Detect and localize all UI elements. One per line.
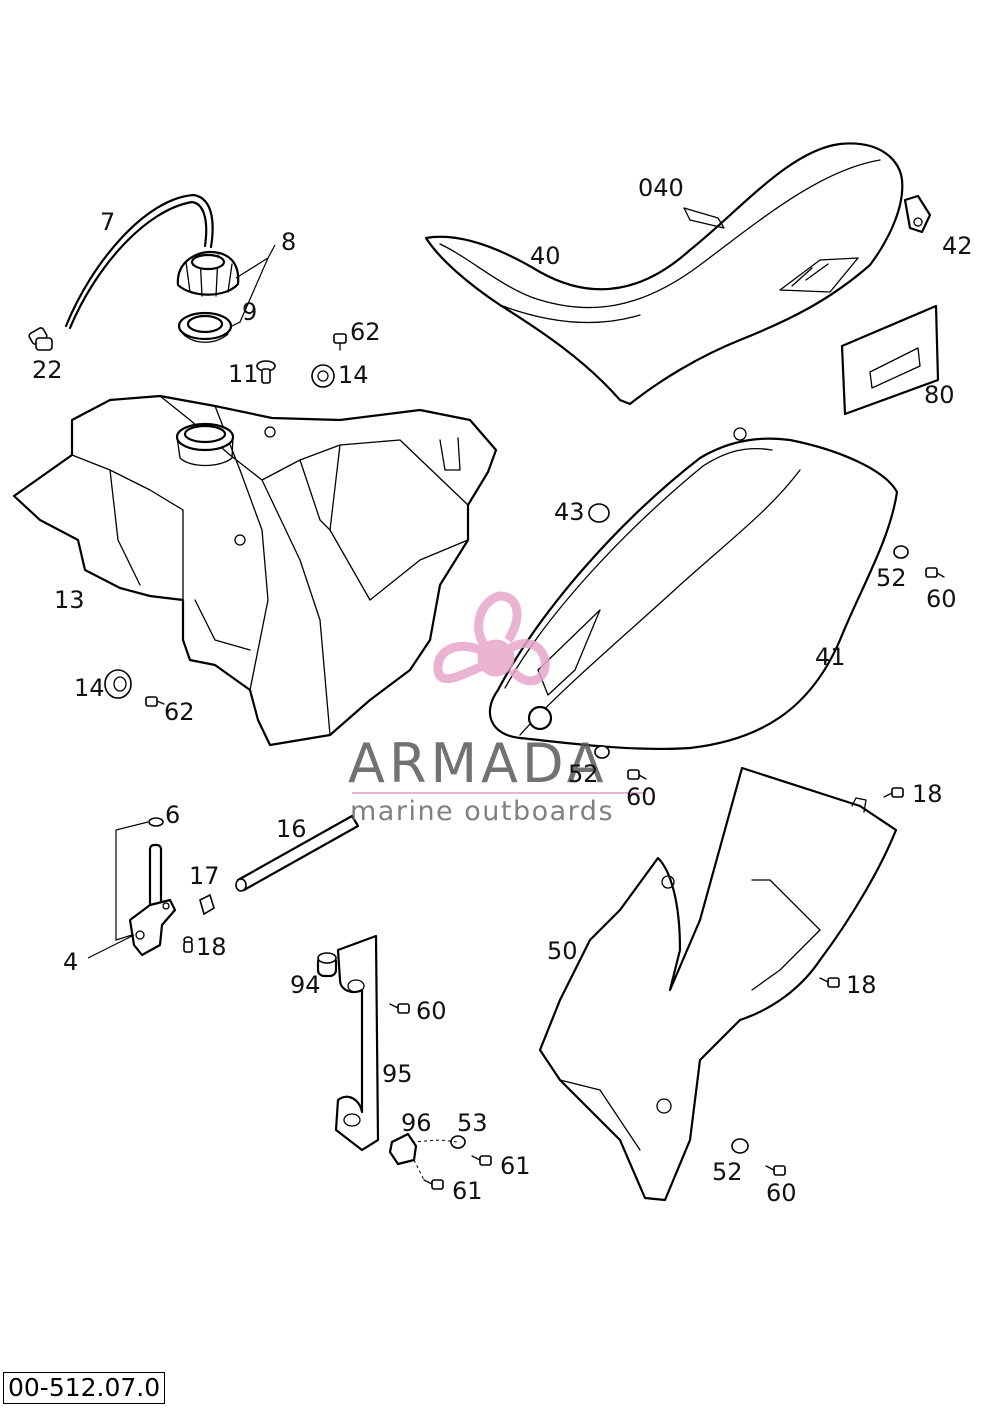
callout-7: 7: [100, 208, 115, 236]
callout-labels: 7 8 9 22 62 11 14 13 14 62 040 40 42 80 …: [32, 174, 973, 1207]
screw-60a: [925, 567, 945, 578]
fuel-tap: [128, 817, 177, 957]
callout-18-mid-right: 18: [846, 971, 877, 999]
clip-17: [199, 893, 215, 916]
screw-60d: [765, 1165, 786, 1176]
callout-94: 94: [290, 971, 321, 999]
callout-62-top: 62: [350, 318, 381, 346]
seat: [424, 142, 904, 406]
washer-52a: [893, 545, 909, 559]
screw-18-mid-right: [819, 977, 840, 988]
seat-pad-040: [683, 207, 725, 229]
drawing-number: 00-512.07.0: [3, 1372, 166, 1404]
callout-14-lower: 14: [74, 674, 105, 702]
watermark: ARMADA marine outboards: [348, 591, 646, 827]
callout-9: 9: [242, 298, 257, 326]
nut-96: [388, 1132, 418, 1166]
screw-18-upper-right: [883, 787, 904, 798]
breather-hose: [64, 193, 214, 330]
callout-11: 11: [228, 360, 259, 388]
rubber-bushing-14-top: [311, 364, 335, 388]
callout-13: 13: [54, 586, 85, 614]
callout-6: 6: [165, 801, 180, 829]
callout-60-mid: 60: [626, 783, 657, 811]
callout-52-right: 52: [876, 564, 907, 592]
tube-16: [235, 814, 360, 892]
callout-40: 40: [530, 242, 561, 270]
callout-52-mid: 52: [568, 760, 599, 788]
callout-53: 53: [457, 1109, 488, 1137]
screw-60c: [389, 1003, 410, 1014]
callout-4: 4: [63, 948, 78, 976]
callout-52-bottom: 52: [712, 1158, 743, 1186]
callout-18-tap: 18: [196, 933, 227, 961]
callout-16: 16: [276, 815, 307, 843]
callout-62-lower: 62: [164, 698, 195, 726]
screw-62-top: [333, 333, 347, 351]
breather-valve: [28, 327, 53, 351]
bracket-95: [334, 934, 380, 1152]
screw-61b: [423, 1179, 444, 1190]
screw-61a: [471, 1155, 492, 1166]
callout-8: 8: [281, 228, 296, 256]
grommet-43: [588, 503, 610, 523]
callout-22: 22: [32, 356, 63, 384]
seat-bracket-42: [903, 194, 932, 234]
watermark-tagline: marine outboards: [350, 796, 614, 827]
callout-040: 040: [638, 174, 684, 202]
washer-52c: [731, 1138, 749, 1154]
radiator-spoiler: [488, 427, 899, 751]
callout-61-lower: 61: [452, 1177, 483, 1205]
callout-60-bottom: 60: [766, 1179, 797, 1207]
ktm-decal: [840, 304, 940, 416]
callout-80: 80: [924, 381, 955, 409]
fuel-tank: [12, 394, 498, 747]
cap-gasket: [177, 311, 233, 343]
watermark-brand: ARMADA: [348, 732, 608, 795]
callout-60-right: 60: [926, 585, 957, 613]
propeller-icon: [433, 591, 550, 686]
screw-18-tap: [183, 936, 193, 953]
screw-60b: [627, 769, 647, 780]
callout-14-top: 14: [338, 361, 369, 389]
fuel-cap: [176, 250, 240, 297]
callout-60-bracket: 60: [416, 997, 447, 1025]
side-panel: [538, 766, 898, 1202]
bushing-94: [316, 952, 338, 978]
callout-96: 96: [401, 1109, 432, 1137]
screw-11: [256, 360, 276, 384]
rubber-bushing-14-lower: [104, 669, 132, 699]
callout-17: 17: [189, 862, 220, 890]
callout-42: 42: [942, 232, 973, 260]
callout-61-right: 61: [500, 1152, 531, 1180]
callout-41: 41: [815, 643, 846, 671]
callout-43: 43: [554, 498, 585, 526]
callout-18-upper-right: 18: [912, 780, 943, 808]
screw-62-lower: [145, 696, 165, 707]
washer-53: [450, 1135, 466, 1149]
callout-95: 95: [382, 1060, 413, 1088]
callout-50: 50: [547, 937, 578, 965]
washer-52b: [594, 745, 610, 759]
